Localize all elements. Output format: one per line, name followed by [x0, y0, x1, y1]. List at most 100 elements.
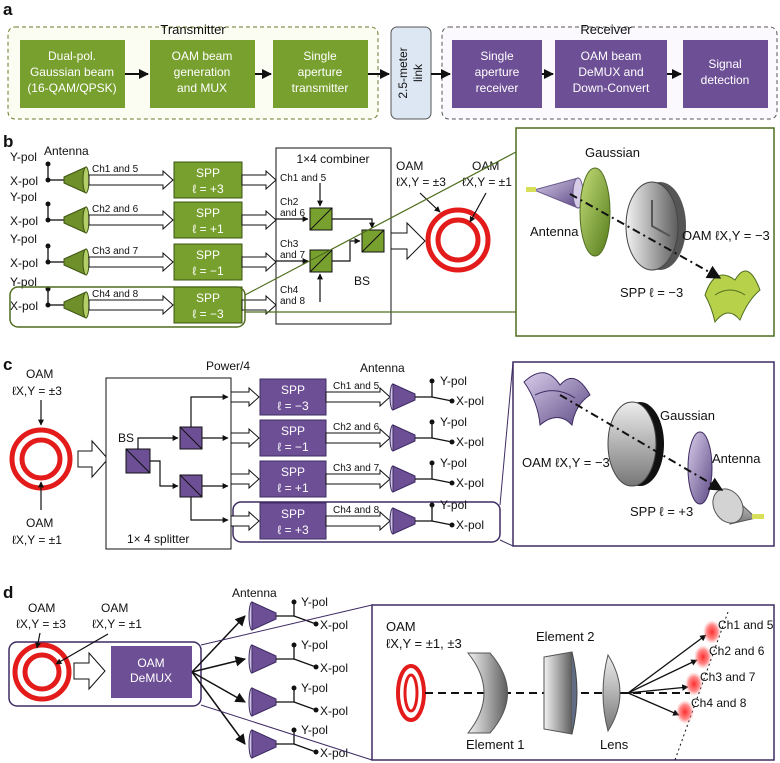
d-ypol-feed-3	[276, 688, 295, 703]
d-oam-rings	[12, 642, 72, 702]
b-spp-label-3: SPP	[196, 248, 220, 262]
b-xpol-port-2	[45, 217, 51, 223]
b-comb-in2a: Ch2	[280, 197, 299, 208]
d-input-arrow	[73, 651, 106, 691]
c-spp-label-3: SPP	[281, 465, 305, 479]
d-focus-ray-1	[627, 634, 707, 694]
d-xpol-label-1: X-pol	[320, 618, 348, 632]
b-row4-highlight	[9, 286, 246, 328]
b-oam3-l: ℓX,Y = ±3	[396, 175, 446, 189]
c-ypol-label-2: Y-pol	[440, 415, 467, 429]
b-ypol-port-1	[45, 161, 51, 167]
c-arrow-to-antenna-2	[325, 427, 391, 449]
c-xpol-port-3	[449, 480, 455, 486]
c-inset-oam-beam	[523, 372, 591, 427]
d-channel-label-2: Ch2 and 6	[709, 644, 765, 658]
d-focal-spot-1	[703, 620, 721, 644]
b-xpol-label-2: X-pol	[10, 214, 38, 228]
d-demux-output-1	[191, 615, 246, 673]
svg-text:Dual-pol.Gaussian beam(16-QAM/: Dual-pol.Gaussian beam(16-QAM/QPSK)	[27, 49, 116, 95]
b-oam3-pointer	[419, 192, 441, 213]
d-element2	[543, 651, 578, 735]
b-antenna-label: Antenna	[44, 144, 89, 158]
c-xpol-feed-1	[431, 396, 453, 402]
link-line2: link	[411, 63, 425, 82]
link-line1: 2.5-meter	[396, 47, 410, 98]
b-inset-connector-high	[244, 151, 517, 296]
panel-c: c OAM ℓX,Y = ±3 OAM ℓX,Y = ±1 Power/4 BS…	[3, 355, 775, 550]
c-splitter-box	[105, 377, 232, 550]
d-oam1-l: ℓX,Y = ±1	[92, 617, 142, 631]
b-comb-in4b: and 8	[280, 296, 305, 307]
receiver-title: Receiver	[580, 22, 632, 37]
d-lens	[602, 653, 621, 733]
b-spp-l-1: ℓ = +3	[192, 182, 224, 196]
c-inset-beam-axis	[559, 394, 724, 491]
d-focus-ray-4	[627, 692, 680, 716]
d-xpol-label-4: X-pol	[320, 746, 348, 760]
tx-box-oam-mux	[150, 40, 255, 108]
b-ypol-label-1: Y-pol	[10, 150, 37, 164]
c-inset-connector-high	[499, 361, 514, 506]
b-inset-oam-beam	[704, 270, 761, 324]
tx-box3-line2: aperture	[298, 65, 343, 79]
c-ypol-feed-4	[415, 505, 433, 522]
c-arrow-to-spp-4	[230, 510, 260, 532]
c-arrow-to-spp-3	[230, 468, 260, 490]
c-antenna-horn-3	[392, 465, 416, 493]
b-oam1-l: ℓX,Y = ±1	[462, 175, 512, 189]
c-arrow-to-antenna-4	[325, 510, 391, 532]
c-arrow-to-antenna-3	[325, 468, 391, 490]
b-spp-label-4: SPP	[196, 291, 220, 305]
d-focal-spot-4	[676, 700, 694, 724]
b-inset-beam-axis	[569, 193, 722, 279]
b-channel-label-4: Ch4 and 8	[92, 289, 139, 300]
d-oam3-label: OAM	[28, 601, 55, 615]
b-comb-in4a: Ch4	[280, 285, 299, 296]
panel-label-b: b	[3, 132, 13, 151]
d-inset-oam-l: ℓX,Y = ±1, ±3	[386, 636, 462, 651]
d-focal-spot-3	[685, 672, 703, 696]
d-channel-label-1: Ch1 and 5	[718, 618, 774, 632]
c-inset-gaussian-disk	[687, 431, 713, 505]
b-inset-gaussian-label: Gaussian	[585, 145, 640, 160]
d-xpol-port-2	[313, 664, 319, 670]
b-oam1-label: OAM	[472, 159, 499, 173]
b-inset-oam-label: OAM ℓX,Y = −3	[682, 228, 770, 243]
c-oam-rings	[9, 427, 73, 491]
d-channel-label-4: Ch4 and 8	[691, 696, 747, 710]
d-ypol-label-4: Y-pol	[301, 723, 328, 737]
c-ypol-label-1: Y-pol	[440, 374, 467, 388]
d-channel-label-3: Ch3 and 7	[700, 670, 756, 684]
d-xpol-feed-2	[293, 658, 317, 668]
b-xpol-label-1: X-pol	[10, 174, 38, 188]
b-xpol-label-3: X-pol	[10, 256, 38, 270]
b-arrow-to-combiner-2	[241, 209, 277, 231]
c-ypol-feed-3	[415, 463, 433, 480]
b-ypol-label-4: Y-pol	[10, 275, 37, 289]
d-xpol-feed-1	[293, 615, 317, 625]
c-channel-label-3: Ch3 and 7	[333, 463, 380, 474]
d-demux-output-4	[191, 671, 246, 745]
c-arrow-to-spp-1	[230, 386, 260, 408]
b-arrow-to-combiner-3	[241, 251, 277, 273]
c-spp-l-2: ℓ = −1	[277, 440, 309, 454]
c-xpol-port-4	[449, 522, 455, 528]
c-ypol-port-1	[429, 378, 435, 384]
tx-box3-line1: Single	[303, 49, 337, 63]
c-inset-antenna-icon	[712, 488, 764, 525]
tx-box3-line3: transmitter	[292, 81, 349, 95]
b-xpol-port-3	[45, 259, 51, 265]
b-spp-l-2: ℓ = +1	[192, 222, 224, 236]
c-ypol-port-4	[429, 502, 435, 508]
c-xpol-label-4: X-pol	[456, 518, 484, 532]
d-xpol-label-2: X-pol	[320, 661, 348, 675]
b-output-arrow	[390, 221, 426, 261]
